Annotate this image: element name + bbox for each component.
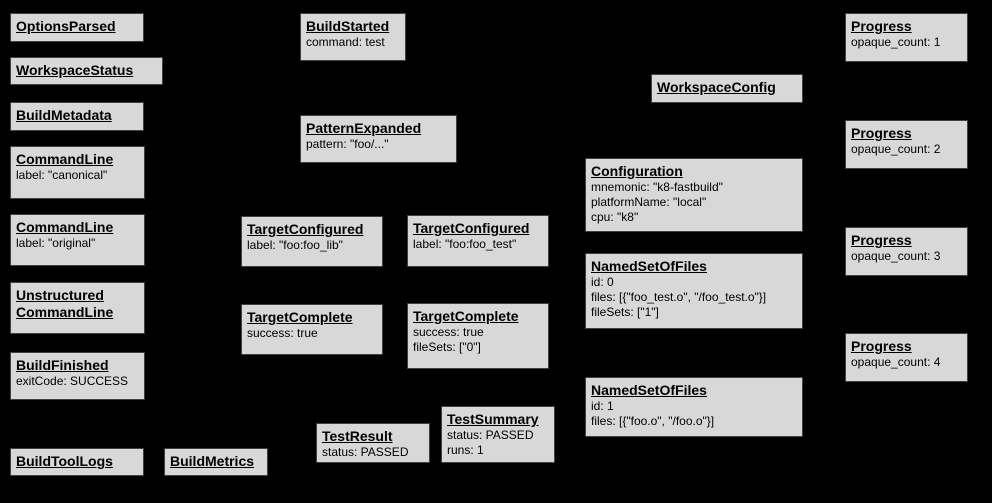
node-title: NamedSetOfFiles (591, 258, 707, 274)
node-title: BuildStarted (306, 18, 390, 34)
node-title: BuildToolLogs (16, 453, 113, 469)
node-test-result: TestResult status: PASSED (316, 423, 430, 463)
node-line: exitCode: SUCCESS (16, 374, 129, 388)
node-title: BuildMetadata (16, 107, 112, 123)
node-target-configured-foo-lib: TargetConfigured label: "foo:foo_lib" (241, 216, 383, 267)
node-progress-4: Progress opaque_count: 4 (845, 333, 968, 382)
node-commandline-canonical: CommandLine label: "canonical" (10, 146, 145, 199)
node-line: platformName: "local" (591, 195, 707, 209)
node-title: Progress (851, 18, 912, 34)
node-title: WorkspaceStatus (16, 62, 134, 78)
node-target-configured-foo-test: TargetConfigured label: "foo:foo_test" (407, 215, 549, 267)
node-title: NamedSetOfFiles (591, 382, 707, 398)
node-line: label: "foo:foo_lib" (247, 238, 343, 252)
node-title: Progress (851, 232, 912, 248)
node-unstructured-commandline: Unstructured CommandLine (10, 282, 145, 334)
node-title: Unstructured CommandLine (16, 287, 114, 320)
node-named-set-of-files-1: NamedSetOfFiles id: 1 files: [{"foo.o", … (585, 377, 803, 437)
node-title: BuildMetrics (170, 453, 255, 469)
node-title: CommandLine (16, 219, 114, 235)
node-line: label: "original" (16, 236, 96, 250)
node-title: PatternExpanded (306, 120, 422, 136)
node-title: TargetComplete (247, 309, 353, 325)
node-title: BuildFinished (16, 357, 109, 373)
node-line: status: PASSED (322, 445, 409, 459)
node-title: Progress (851, 125, 912, 141)
node-title: Configuration (591, 163, 683, 179)
node-title: WorkspaceConfig (657, 79, 776, 95)
node-line: mnemonic: "k8-fastbuild" (591, 180, 723, 194)
node-pattern-expanded: PatternExpanded pattern: "foo/..." (300, 115, 457, 163)
node-build-metadata: BuildMetadata (10, 102, 144, 131)
node-line: opaque_count: 1 (851, 35, 941, 49)
node-title: TargetConfigured (413, 220, 530, 236)
node-line: command: test (306, 35, 385, 49)
node-line: status: PASSED (447, 428, 534, 442)
node-target-complete-lib: TargetComplete success: true (241, 304, 383, 355)
node-workspace-config: WorkspaceConfig (651, 74, 803, 103)
node-line: label: "canonical" (16, 168, 108, 182)
node-title: OptionsParsed (16, 18, 116, 34)
node-line: fileSets: ["0"] (413, 340, 481, 354)
node-configuration: Configuration mnemonic: "k8-fastbuild" p… (585, 158, 803, 232)
node-progress-1: Progress opaque_count: 1 (845, 13, 968, 62)
node-workspace-status: WorkspaceStatus (10, 57, 163, 85)
node-options-parsed: OptionsParsed (10, 13, 144, 42)
node-named-set-of-files-0: NamedSetOfFiles id: 0 files: [{"foo_test… (585, 253, 803, 329)
node-progress-2: Progress opaque_count: 2 (845, 120, 968, 169)
node-build-metrics: BuildMetrics (164, 448, 268, 476)
node-line: label: "foo:foo_test" (413, 237, 517, 251)
node-title: TestResult (322, 428, 393, 444)
node-line: pattern: "foo/..." (306, 137, 389, 151)
node-title: TargetComplete (413, 308, 519, 324)
node-progress-3: Progress opaque_count: 3 (845, 227, 968, 276)
node-title: TestSummary (447, 411, 539, 427)
node-build-tool-logs: BuildToolLogs (10, 448, 144, 476)
node-line: files: [{"foo.o", "/foo.o"}] (591, 414, 715, 428)
node-commandline-original: CommandLine label: "original" (10, 214, 145, 266)
node-line: fileSets: ["1"] (591, 305, 659, 319)
node-line: opaque_count: 2 (851, 142, 941, 156)
node-build-finished: BuildFinished exitCode: SUCCESS (10, 352, 145, 400)
node-line: success: true (247, 326, 318, 340)
node-line: files: [{"foo_test.o", "/foo_test.o"}] (591, 290, 767, 304)
node-title: CommandLine (16, 151, 114, 167)
node-line: id: 1 (591, 399, 614, 413)
node-test-summary: TestSummary status: PASSED runs: 1 (441, 406, 555, 463)
node-line: success: true (413, 325, 484, 339)
node-target-complete-test: TargetComplete success: true fileSets: [… (407, 303, 549, 369)
node-build-started: BuildStarted command: test (300, 13, 406, 61)
node-title: Progress (851, 338, 912, 354)
node-line: opaque_count: 4 (851, 355, 941, 369)
node-line: id: 0 (591, 275, 614, 289)
node-line: opaque_count: 3 (851, 249, 941, 263)
node-line: runs: 1 (447, 443, 484, 457)
node-title: TargetConfigured (247, 221, 364, 237)
node-line: cpu: "k8" (591, 210, 639, 224)
